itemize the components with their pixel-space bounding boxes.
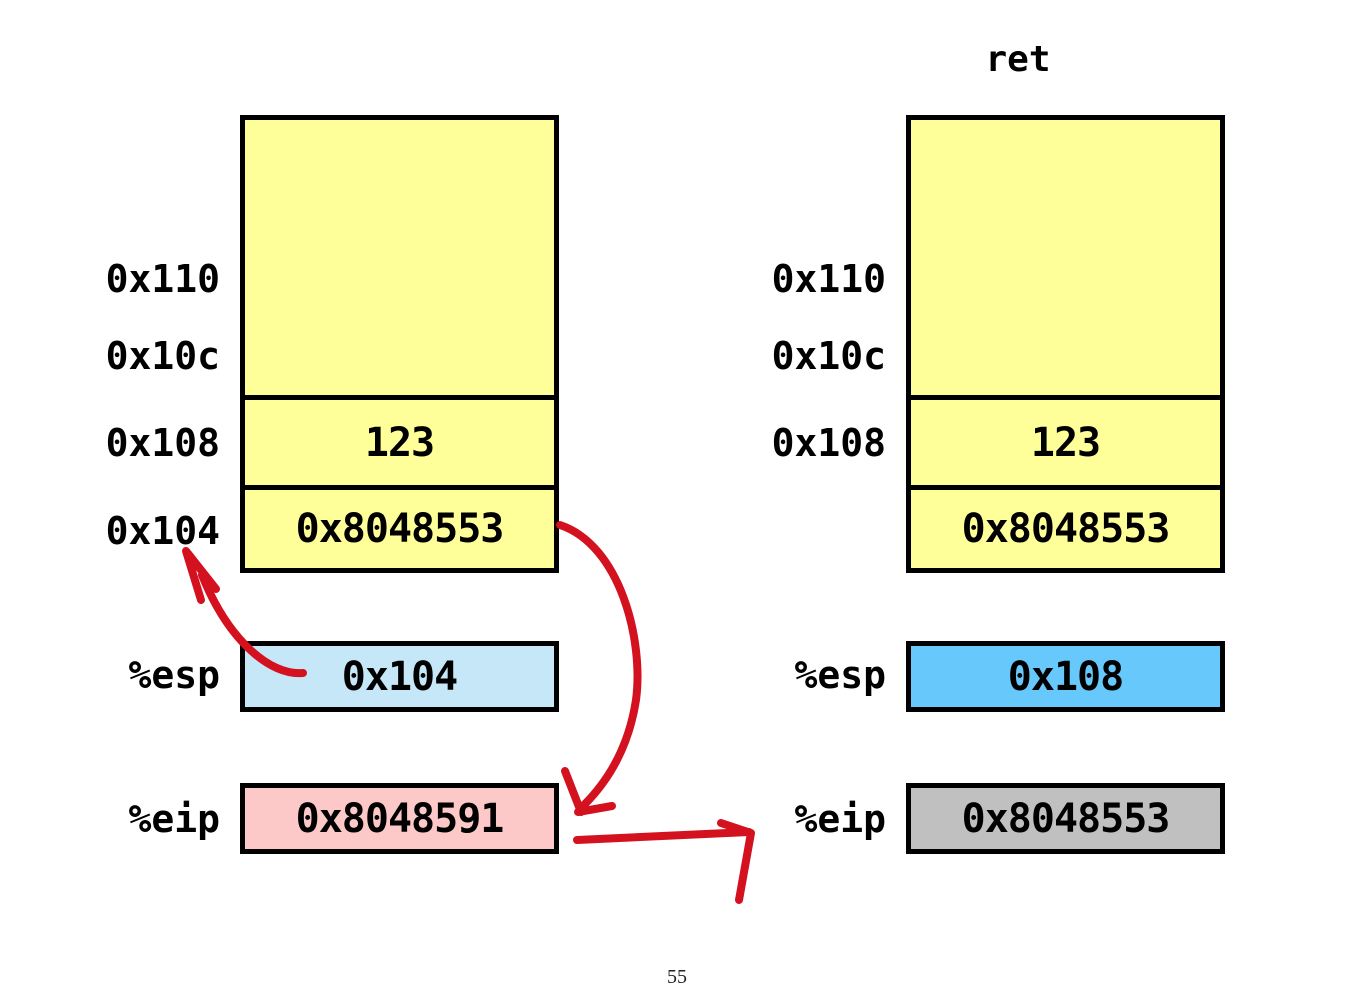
after-address-label-0x10c: 0x10c bbox=[771, 334, 886, 378]
after-stack-cell-0x108: 123 bbox=[911, 395, 1220, 485]
before-stack-column: 123 0x8048553 bbox=[240, 115, 559, 573]
before-register-label-eip: %eip bbox=[128, 797, 220, 841]
after-address-label-0x108: 0x108 bbox=[771, 421, 886, 465]
state-transition-arrow-icon bbox=[573, 819, 755, 904]
before-address-label-0x10c: 0x10c bbox=[105, 334, 220, 378]
return-address-to-eip-arrow-icon bbox=[556, 521, 642, 816]
before-register-value-eip: 0x8048591 bbox=[240, 783, 559, 854]
before-address-label-0x104: 0x104 bbox=[105, 509, 220, 553]
operation-label-ret: ret bbox=[985, 39, 1051, 80]
before-stack-cell-empty bbox=[245, 120, 554, 395]
after-register-value-eip: 0x8048553 bbox=[906, 783, 1225, 854]
before-stack-cell-0x108: 123 bbox=[245, 395, 554, 485]
before-address-label-0x108: 0x108 bbox=[105, 421, 220, 465]
before-address-label-0x110: 0x110 bbox=[105, 257, 220, 301]
after-address-label-0x110: 0x110 bbox=[771, 257, 886, 301]
before-register-label-esp: %esp bbox=[128, 653, 220, 697]
after-stack-cell-empty bbox=[911, 120, 1220, 395]
after-register-label-eip: %eip bbox=[794, 797, 886, 841]
after-stack-cell-0x104: 0x8048553 bbox=[911, 485, 1220, 568]
after-stack-column: 123 0x8048553 bbox=[906, 115, 1225, 573]
after-register-value-esp: 0x108 bbox=[906, 641, 1225, 712]
before-stack-cell-0x104: 0x8048553 bbox=[245, 485, 554, 568]
after-register-label-esp: %esp bbox=[794, 653, 886, 697]
before-register-value-esp: 0x104 bbox=[240, 641, 559, 712]
page-number: 55 bbox=[667, 966, 687, 988]
